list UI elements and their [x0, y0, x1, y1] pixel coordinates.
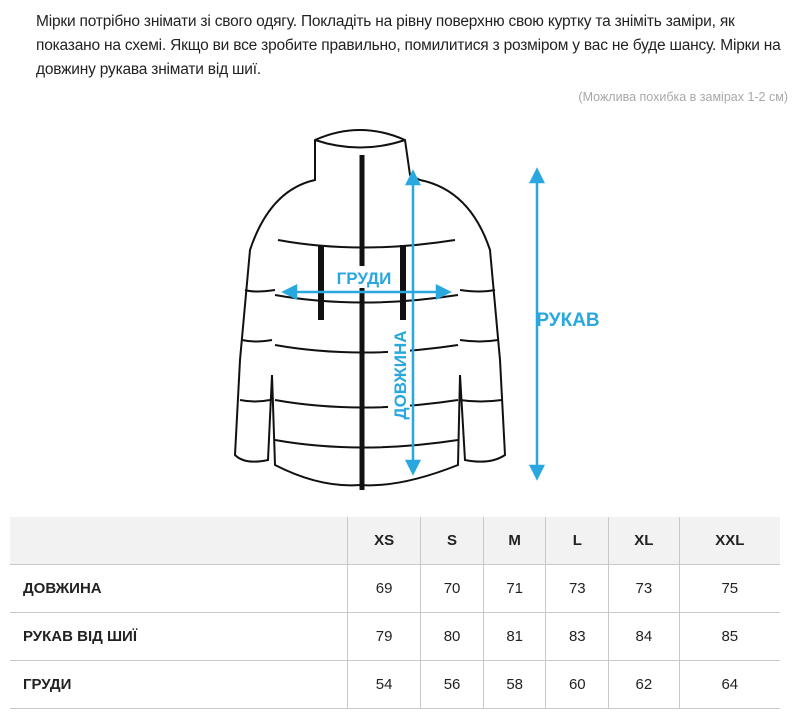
size-l: L	[545, 517, 609, 565]
cell: 80	[420, 612, 484, 661]
cell: 70	[420, 564, 484, 613]
cell: 83	[545, 612, 609, 661]
cell: 60	[545, 660, 609, 709]
cell: 69	[346, 564, 421, 613]
cell: 58	[482, 660, 546, 709]
cell: 75	[678, 564, 780, 613]
size-xs: XS	[346, 517, 421, 565]
cell: 62	[608, 660, 680, 709]
cell: 84	[608, 612, 680, 661]
cell: 64	[678, 660, 780, 709]
row-label: ГРУДИ	[10, 660, 348, 709]
cell: 71	[482, 564, 546, 613]
jacket-outline	[233, 129, 507, 487]
size-s: S	[420, 517, 484, 565]
cell: 81	[482, 612, 546, 661]
row-label: ДОВЖИНА	[10, 564, 348, 613]
table-row: ДОВЖИНА 69 70 71 73 73 75	[10, 564, 780, 613]
jacket-diagram: ГРУДИ РУКАВ ДОВЖИНА	[233, 129, 600, 490]
length-label: ДОВЖИНА	[391, 330, 410, 419]
size-m: M	[482, 517, 546, 565]
chest-label: ГРУДИ	[337, 269, 392, 288]
cell: 73	[608, 564, 680, 613]
table-row: ГРУДИ 54 56 58 60 62 64	[10, 660, 780, 709]
size-table: XS S M L XL XXL ДОВЖИНА 69 70 71 73 73 7…	[10, 517, 780, 709]
sleeve-label: РУКАВ	[536, 310, 599, 331]
size-xxl: XXL	[678, 517, 780, 565]
table-row: РУКАВ ВІД ШИЇ 79 80 81 83 84 85	[10, 612, 780, 661]
cell: 79	[346, 612, 421, 661]
cell: 56	[420, 660, 484, 709]
intro-text: Мірки потрібно знімати зі свого одягу. П…	[36, 13, 781, 78]
cell: 85	[678, 612, 780, 661]
cell: 73	[545, 564, 609, 613]
size-xl: XL	[608, 517, 680, 565]
table-header-row: XS S M L XL XXL	[10, 517, 780, 565]
cell: 54	[346, 660, 421, 709]
measurement-note: (Можлива похибка в замірах 1-2 см)	[578, 90, 788, 104]
row-label: РУКАВ ВІД ШИЇ	[10, 612, 348, 661]
